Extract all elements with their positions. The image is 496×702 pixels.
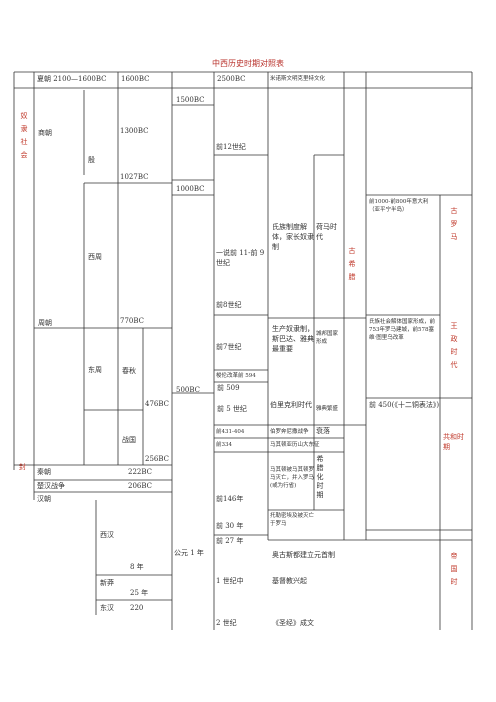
year-8ad: 8 年 [130, 563, 144, 571]
year-476bc: 476BC [145, 400, 169, 408]
rome-27bc: 前 27 年 [216, 537, 244, 545]
dynasty-xia: 夏朝 2100—1600BC [37, 75, 107, 83]
greece-label: 古希腊 [348, 247, 356, 281]
year-220ad: 220 [130, 604, 144, 612]
greece-8c: 前8世纪 [216, 301, 242, 309]
greece-11-9c: 一说前 11-前 9 世纪 [216, 249, 265, 267]
event-athens-flourish: 雅典繁盛 [316, 406, 339, 412]
greece-146bc: 前146年 [216, 495, 244, 503]
dynasty-dongzhou: 东周 [88, 366, 102, 374]
event-egypt-rome: 托勒密埃及被灭亡于罗马 [270, 513, 315, 527]
greece-7c: 前7世纪 [216, 343, 242, 351]
dynasty-zhanguo: 战国 [122, 436, 136, 444]
greece-334bc: 前334 [216, 442, 232, 448]
year-25ad: 25 年 [130, 589, 149, 597]
event-macedon-rome: 马其顿被马其顿罗马灭亡，并入罗马(或为行省) [270, 467, 315, 489]
dynasty-xinmang: 新莽 [100, 579, 114, 587]
year-222bc: 222BC [128, 468, 152, 476]
minoan-culture: 米诺斯文明克里特文化 [270, 76, 326, 82]
rome-label-empire: 帝国时 [450, 552, 458, 586]
rome-label-ancient: 古罗马 [450, 207, 458, 241]
rome-twelve-tables: 前 450(《十二铜表法》) [369, 401, 440, 409]
year-770bc: 770BC [120, 317, 144, 325]
west-year-1500bc: 1500BC [176, 96, 205, 104]
event-pericles: 伯里克利时代 [270, 401, 312, 409]
dynasty-zhou: 周朝 [38, 319, 52, 327]
dynasty-xizhou: 西周 [88, 253, 102, 261]
year-1300bc: 1300BC [120, 127, 149, 135]
event-bible: 《圣经》成文 [272, 619, 314, 627]
event-augustus: 奥古斯都建立元首制 [272, 551, 335, 559]
dynasty-xihan: 西汉 [100, 531, 114, 539]
west-year-1ad: 公元 1 年 [174, 549, 204, 557]
greece-509bc: 前 509 [217, 384, 240, 392]
event-decline: 衰落 [316, 427, 330, 435]
rome-label-republic: 共和时期 [443, 433, 464, 451]
dynasty-chuhan: 楚汉战争 [37, 482, 65, 490]
rome-founding: 氏族社会解体国家形成，前753年罗马建城，前578塞维·图里乌改革 [369, 319, 436, 341]
west-year-500bc: 500BC [176, 386, 200, 394]
year-1027bc: 1027BC [120, 173, 149, 181]
greece-2500bc: 2500BC [217, 75, 246, 83]
greece-30bc: 前 30 年 [216, 522, 244, 530]
rome-italy-1000bc: 前1000-前800年意大利（亚平宁半岛） [369, 199, 429, 213]
page-title: 中西历史时期对照表 [212, 59, 284, 68]
greece-5c: 前 5 世纪 [217, 405, 247, 413]
event-city-state: 城邦国家形成 [316, 331, 339, 345]
event-christianity: 基督教兴起 [272, 577, 307, 585]
ad-1c: 1 世纪中 [216, 577, 244, 585]
solon-reform: 梭伦改革前 594 [216, 373, 256, 379]
year-256bc: 256BC [145, 455, 169, 463]
event-peloponnesian-war: 伯罗奔尼撒战争 [270, 429, 309, 435]
event-hellenistic: 希腊化时期 [316, 455, 324, 499]
dynasty-han: 汉朝 [37, 495, 51, 503]
dynasty-chunqiu: 春秋 [122, 367, 136, 375]
greece-12c: 前12世纪 [216, 143, 246, 151]
event-slavery-production: 生产奴隶制，斯巴达、雅典最重要 [272, 325, 314, 353]
side-label-slavery: 奴隶社会 [20, 112, 28, 159]
rome-label-kings: 王政时代 [450, 322, 458, 369]
event-alexander: 马其顿亚历山大东征 [270, 442, 320, 448]
event-homer-age: 荷马时代 [316, 223, 337, 241]
dynasty-shang: 商朝 [38, 129, 52, 137]
greece-431bc: 前431-404 [216, 429, 245, 435]
dynasty-yin: 殷 [88, 156, 95, 164]
dynasty-donghan: 东汉 [100, 604, 114, 612]
side-label-feudal: 封 [19, 463, 26, 471]
year-1600bc: 1600BC [121, 75, 150, 83]
event-clan-dissolution: 氏族制度解体，家长奴隶制 [272, 223, 314, 251]
west-year-1000bc: 1000BC [176, 185, 205, 193]
year-206bc: 206BC [128, 482, 152, 490]
ad-2c: 2 世纪 [216, 619, 237, 627]
dynasty-qin: 秦朝 [37, 468, 51, 476]
